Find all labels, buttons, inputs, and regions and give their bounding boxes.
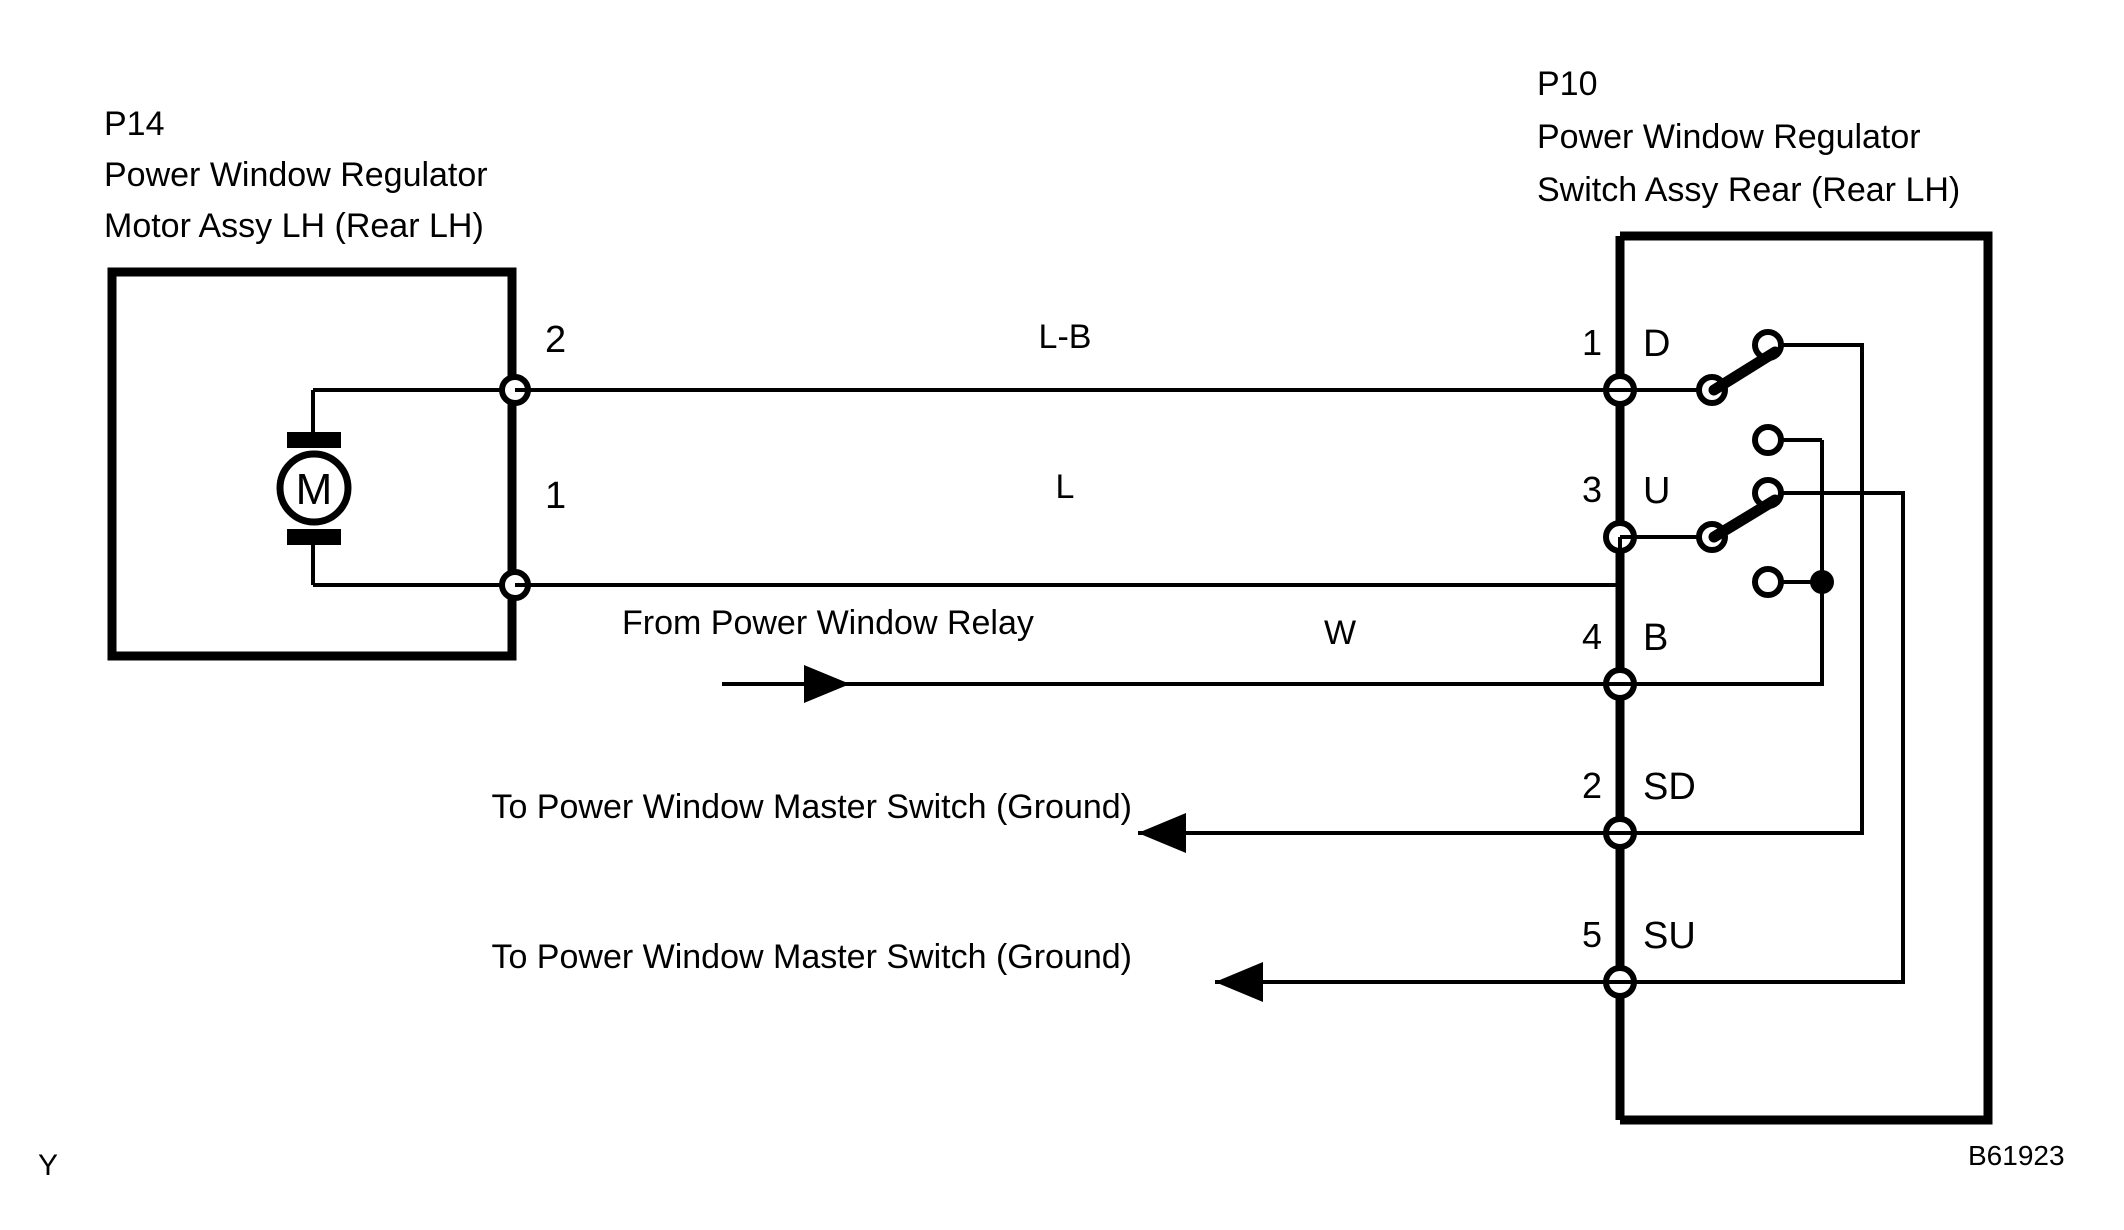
- switch-terminal-3-label: U: [1643, 470, 1670, 512]
- wire-su-arrowhead-icon: [1215, 962, 1263, 1002]
- switch-terminal-5-label: SU: [1643, 915, 1696, 957]
- switch-d-contact-idle: [1752, 424, 1784, 456]
- motor-terminal-1-number: 1: [545, 475, 566, 517]
- switch-d-blade: [1708, 346, 1781, 396]
- wire-l-b-label: L-B: [1039, 318, 1092, 356]
- motor-body-circle: [276, 450, 352, 526]
- motor-symbol-letter: M: [296, 465, 333, 514]
- switch-u-contact-idle: [1752, 566, 1784, 598]
- switch-terminal-3-number: 3: [1582, 469, 1602, 510]
- switch-terminal-4-label: B: [1643, 617, 1668, 659]
- wire-w-label: W: [1324, 614, 1356, 652]
- switch-wire-u-to-su: [1620, 491, 1905, 984]
- wire-l-line: [515, 537, 1622, 587]
- switch-component-code: P10: [1537, 65, 1598, 103]
- switch-u-blade: [1708, 494, 1781, 543]
- switch-terminal-2-label: SD: [1643, 766, 1696, 808]
- wire-l-label: L: [1056, 468, 1075, 506]
- switch-component-name-line2: Switch Assy Rear (Rear LH): [1537, 171, 1960, 209]
- switch-enclosure-box: [1620, 231, 1993, 1125]
- switch-terminal-1-number: 1: [1582, 322, 1602, 363]
- switch-b-bus-junction-dot: [1810, 570, 1834, 594]
- motor-terminal-2-number: 2: [545, 319, 566, 361]
- switch-terminal-1-label: D: [1643, 323, 1670, 365]
- reference-from-power-window-relay: From Power Window Relay: [622, 604, 1034, 642]
- interconnect-wires-group: L-B L W From Power Window Relay To Power…: [491, 318, 1622, 1002]
- reference-to-master-switch-ground-1: To Power Window Master Switch (Ground): [491, 788, 1132, 826]
- motor-enclosure-box: [107, 267, 517, 661]
- motor-brush-top: [287, 432, 341, 448]
- figure-id-label: B61923: [1968, 1140, 2065, 1171]
- reference-to-master-switch-ground-2: To Power Window Master Switch (Ground): [491, 938, 1132, 976]
- motor-component-name-line1: Power Window Regulator: [104, 156, 488, 194]
- switch-b-common-bus: [1620, 440, 1824, 686]
- switch-component-name-line1: Power Window Regulator: [1537, 118, 1921, 156]
- wire-sd-arrowhead-icon: [1138, 813, 1186, 853]
- motor-component-group: P14 Power Window Regulator Motor Assy LH…: [104, 105, 566, 661]
- switch-component-group: P10 Power Window Regulator Switch Assy R…: [1537, 65, 1993, 1125]
- motor-component-name-line2: Motor Assy LH (Rear LH): [104, 207, 484, 245]
- switch-terminal-4-number: 4: [1582, 616, 1602, 657]
- switch-terminal-5-number: 5: [1582, 914, 1602, 955]
- sheet-code-label: Y: [38, 1149, 58, 1182]
- wire-w-arrowhead-icon: [804, 665, 850, 703]
- motor-brush-bottom: [287, 529, 341, 545]
- motor-component-code: P14: [104, 105, 165, 143]
- switch-wire-d-to-sd: [1620, 343, 1864, 835]
- switch-terminal-2-number: 2: [1582, 765, 1602, 806]
